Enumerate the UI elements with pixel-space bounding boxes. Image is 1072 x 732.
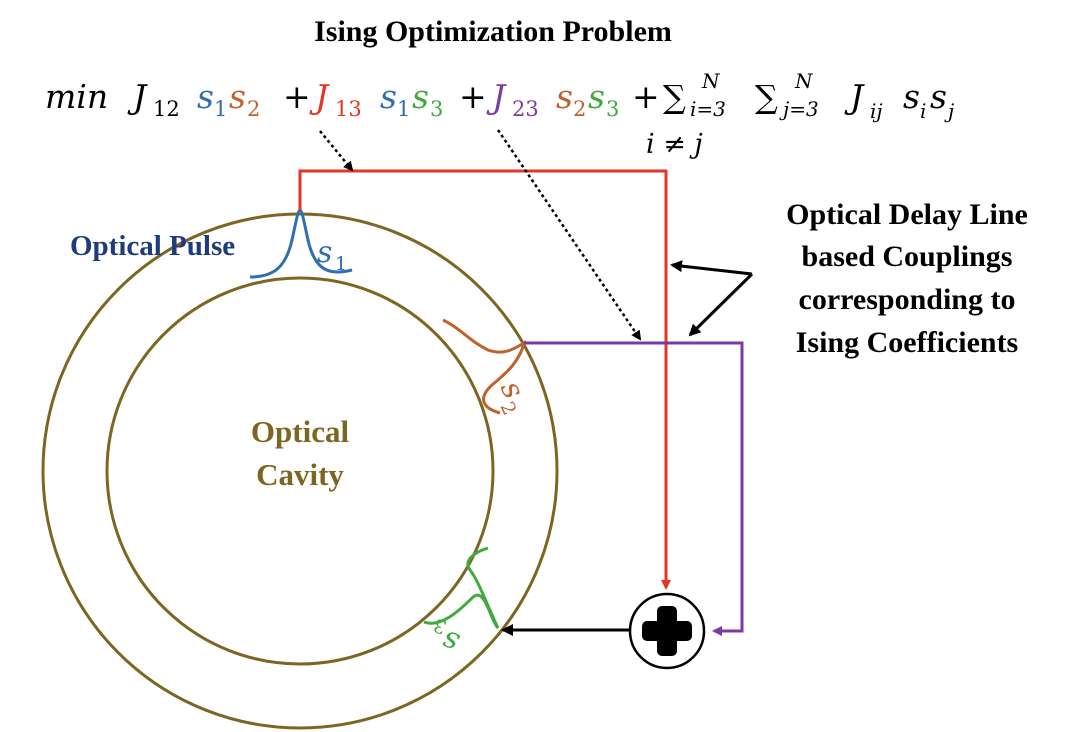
formula-j12: J xyxy=(127,77,148,116)
formula-sum-1-upper: N xyxy=(701,69,721,93)
plus-circle-icon xyxy=(628,592,706,670)
annotation-line-2: based Couplings xyxy=(802,240,1013,273)
formula-si-sub: i xyxy=(920,99,926,123)
diagram-title: Ising Optimization Problem xyxy=(314,15,672,48)
pulse-s1-sub: 1 xyxy=(335,253,347,275)
formula-s1-a: s xyxy=(197,77,214,116)
formula-s2-a: s xyxy=(229,77,246,116)
formula-s3-b-sub: 3 xyxy=(606,97,619,121)
formula-sum-2-lower: j=3 xyxy=(779,97,819,121)
formula-jij: J xyxy=(844,77,865,116)
cavity-label-line1: Optical xyxy=(251,414,350,449)
delay-line-j23 xyxy=(524,341,744,636)
formula-s3-a: s xyxy=(412,77,429,116)
formula-plus-3: + xyxy=(632,77,660,116)
formula-s2-b: s xyxy=(556,77,573,116)
dotted-arrow-j13 xyxy=(319,130,354,172)
formula-j23-sub: 23 xyxy=(512,97,539,121)
formula-sum-2: ∑ xyxy=(755,78,778,116)
formula-sum-1: ∑ xyxy=(663,78,686,116)
formula-s1-a-sub: 1 xyxy=(214,97,227,121)
dotted-arrow-j23 xyxy=(496,129,642,341)
formula-sj: s xyxy=(930,77,947,116)
formula-s1-b-sub: 1 xyxy=(397,97,410,121)
pulse-s1-label: s xyxy=(317,235,332,270)
formula-j23: J xyxy=(486,77,507,116)
cavity-outer-ring xyxy=(41,212,559,730)
pulse-s3 xyxy=(423,546,500,630)
delay-line-j13 xyxy=(298,169,671,590)
formula-plus-1: + xyxy=(283,77,311,116)
formula-jij-sub: ij xyxy=(870,99,883,123)
ising-formula: min J 12 s 1 s 2 + J 13 s 1 s 3 + J 23 s… xyxy=(45,69,954,160)
annotation-line-1: Optical Delay Line xyxy=(786,198,1028,231)
cavity-inner-ring xyxy=(105,276,495,666)
annotation-arrow-purple xyxy=(688,272,754,337)
formula-j13: J xyxy=(309,77,330,116)
formula-sj-sub: j xyxy=(944,99,954,123)
formula-sum-2-upper: N xyxy=(794,69,814,93)
formula-s3-a-sub: 3 xyxy=(430,97,443,121)
cavity-label-line2: Cavity xyxy=(256,457,344,492)
formula-si: s xyxy=(903,77,920,116)
formula-s1-b: s xyxy=(380,77,397,116)
formula-s3-b: s xyxy=(588,77,605,116)
formula-min: min xyxy=(45,77,108,116)
formula-s2-a-sub: 2 xyxy=(247,97,260,121)
annotation-arrow-red xyxy=(670,260,753,276)
formula-j13-sub: 13 xyxy=(335,97,362,121)
formula-s2-b-sub: 2 xyxy=(573,97,586,121)
optical-pulse-label: Optical Pulse xyxy=(70,230,235,262)
delay-line-annotation: Optical Delay Line based Couplings corre… xyxy=(786,198,1028,359)
formula-sum-1-lower: i=3 xyxy=(690,97,726,121)
formula-constraint: i ≠ j xyxy=(646,129,703,160)
annotation-line-3: corresponding to xyxy=(799,283,1016,316)
formula-j12-sub: 12 xyxy=(153,97,180,121)
formula-plus-2: + xyxy=(459,77,487,116)
annotation-line-4: Ising Coefficients xyxy=(796,326,1018,359)
